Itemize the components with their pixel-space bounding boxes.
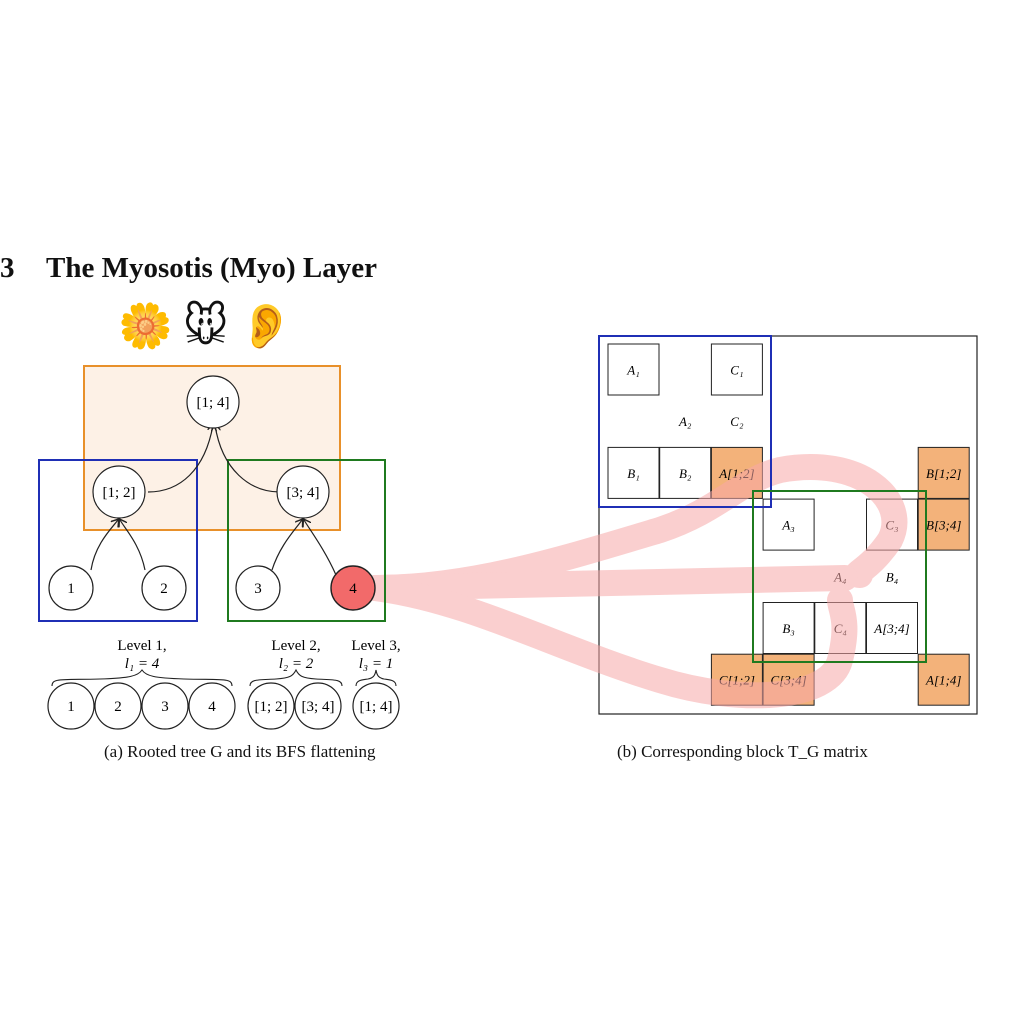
matrix-cell: B₃ (762, 602, 815, 654)
edge-left-to-root (147, 425, 213, 493)
node-mid-left: [1; 2] (92, 465, 146, 519)
level-3-title: Level 3, (351, 638, 400, 654)
matrix-blue-box (598, 335, 772, 508)
matrix-cell-label: B[3;4] (926, 518, 961, 533)
edge-1-to-12 (90, 520, 118, 571)
forget-me-not-flower-icon: 🌼 (118, 301, 173, 352)
matrix-cell-box (762, 602, 815, 654)
node-leaf-1: 1 (48, 565, 94, 611)
node-leaf-2-label: 2 (160, 581, 168, 597)
level-3-formula: l₃ = 1 (359, 656, 394, 672)
tree-green-box (227, 459, 386, 622)
matrix-cell: B₄ (886, 569, 899, 584)
edge-3-to-34 (271, 520, 302, 571)
flat-node-3: 3 (161, 699, 169, 715)
matrix-cell: B₁ (607, 446, 660, 499)
section-number: 3 (0, 252, 15, 284)
matrix-cell-label: A[1;4] (925, 673, 961, 688)
matrix-cell-label: A[3;4] (873, 621, 909, 636)
band-lower (362, 575, 858, 709)
matrix-cell-box (710, 343, 763, 396)
matrix-cell-label: A₁ (626, 363, 639, 378)
band-upper (362, 454, 908, 601)
brace-level-1 (51, 669, 233, 687)
band-middle (362, 565, 858, 601)
matrix-cell-label: A₃ (781, 518, 794, 533)
brace-level-2 (249, 668, 343, 687)
node-leaf-2: 2 (141, 565, 187, 611)
matrix-cell: B[1;2] (917, 446, 970, 499)
node-mid-right-label: [3; 4] (287, 485, 320, 501)
matrix-cell-label: C₁ (730, 363, 743, 378)
mouse-face-icon: 🐭 (182, 301, 229, 352)
matrix-cell: A₁ (607, 343, 660, 396)
edge-2-to-12 (120, 520, 146, 571)
caption-b: (b) Corresponding block T_G matrix (617, 742, 868, 761)
ear-icon: 👂 (238, 301, 294, 352)
matrix-cell-box (607, 446, 660, 499)
flat-node-4: 4 (208, 699, 216, 715)
caption-a: (a) Rooted tree G and its BFS flattening (104, 742, 376, 761)
flat-node-1: 1 (67, 699, 75, 715)
flat-node-12: [1; 2] (255, 699, 288, 715)
level-2-title: Level 2, (271, 638, 320, 654)
matrix-cell-label: B₃ (782, 621, 794, 636)
matrix-cell-label: A₂ (678, 414, 692, 429)
matrix-cell: B₂ (659, 446, 712, 499)
matrix-cell-label: B₂ (679, 466, 692, 481)
brace-level-3 (355, 669, 397, 687)
matrix-cell: C₁ (710, 343, 763, 396)
matrix-frame (598, 335, 978, 715)
node-mid-left-label: [1; 2] (103, 485, 136, 501)
matrix-cell: A₂ (678, 414, 692, 429)
flat-node-34: [3; 4] (302, 699, 335, 715)
section-heading: 3 The Myosotis (Myo) Layer (0, 252, 377, 285)
node-leaf-3: 3 (235, 565, 281, 611)
highlight-bands (362, 454, 908, 709)
matrix-cell-box (607, 343, 660, 396)
matrix-green-box (752, 490, 927, 663)
flattened-level-2: [1; 2] [3; 4] (247, 682, 342, 730)
node-leaf-4-highlighted: 4 (330, 565, 376, 611)
flattened-level-3: [1; 4] (352, 682, 400, 730)
node-leaf-4-label: 4 (349, 581, 357, 597)
matrix-cell: A[3;4] (866, 602, 918, 654)
node-mid-right: [3; 4] (276, 465, 330, 519)
matrix-cell-box (866, 602, 918, 654)
flat-node-2: 2 (114, 699, 122, 715)
node-leaf-3-label: 3 (254, 581, 262, 597)
level-braces (51, 668, 397, 687)
level-1-title: Level 1, (117, 638, 166, 654)
node-root-label: [1; 4] (197, 395, 230, 411)
tree-edges (90, 425, 337, 576)
edge-right-to-root (215, 425, 281, 493)
matrix-cell-label: B[1;2] (926, 466, 961, 481)
matrix-cell-box (659, 446, 712, 499)
node-leaf-1-label: 1 (67, 581, 75, 597)
flat-node-14: [1; 4] (360, 699, 393, 715)
level-2-formula: l₂ = 2 (279, 656, 314, 672)
matrix-cell-label: B₁ (627, 466, 639, 481)
emoji-row: 🌼 🐭 👂 (118, 300, 293, 354)
node-root: [1; 4] (186, 375, 240, 429)
section-title: The Myosotis (Myo) Layer (46, 252, 378, 284)
matrix-cell-label: B₄ (886, 569, 899, 584)
matrix-cell-box (917, 446, 970, 499)
level-1-formula: l₁ = 4 (125, 656, 160, 672)
matrix-cell-label: C₂ (730, 414, 744, 429)
flattened-level-1: 1 2 3 4 (47, 682, 236, 730)
tree-blue-box (38, 459, 198, 622)
matrix-cell: C₂ (730, 414, 744, 429)
edge-4-to-34 (304, 520, 337, 576)
